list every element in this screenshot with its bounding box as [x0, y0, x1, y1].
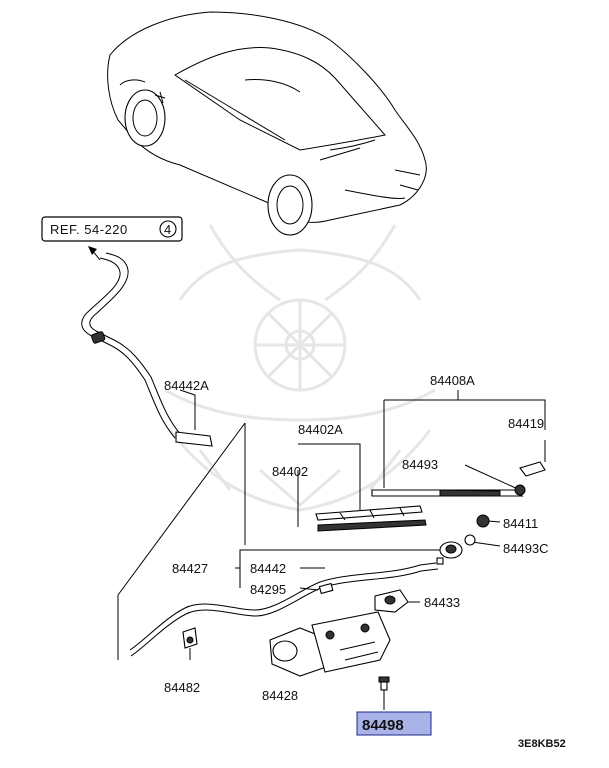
part-label-84402A[interactable]: 84402A: [298, 422, 343, 437]
bracket-84433: [374, 589, 409, 613]
motor-84428: [269, 611, 391, 677]
part-label-84442A[interactable]: 84442A: [164, 378, 209, 393]
part-label-84408A[interactable]: 84408A: [430, 373, 475, 388]
part-label-84419[interactable]: 84419: [508, 416, 544, 431]
part-label-84411[interactable]: 84411: [503, 516, 538, 531]
watermark-emblem: [164, 224, 436, 512]
part-label-84402[interactable]: 84402: [272, 464, 308, 479]
reference-text: REF. 54-220: [50, 222, 128, 237]
part-label-84442[interactable]: 84442: [250, 561, 286, 576]
boundary-line-left: [117, 422, 246, 660]
part-label-84427[interactable]: 84427: [172, 561, 208, 576]
clip-84482: [182, 627, 198, 649]
diagram-code: 3E8KB52: [518, 738, 566, 750]
grommet-part: [436, 541, 463, 565]
ref-arrowhead-icon: [88, 246, 97, 255]
car-illustration: [107, 11, 427, 236]
cap-84493C: [464, 534, 476, 546]
part-label-84433[interactable]: 84433: [424, 595, 460, 610]
part-label-84493[interactable]: 84493: [402, 457, 438, 472]
part-label-84493C[interactable]: 84493C: [503, 541, 549, 556]
hose-84442A: [81, 252, 213, 447]
part-label-84498: 84498: [362, 717, 404, 734]
reference-callout[interactable]: REF. 54-220 4: [41, 216, 183, 242]
leader-lines: [179, 389, 546, 710]
reference-badge: 4: [164, 222, 171, 237]
bolt-84498: [378, 676, 390, 691]
highlighted-part-84498[interactable]: 84498: [356, 711, 432, 736]
wiper-blade: [315, 505, 427, 532]
wiper-arm: [371, 461, 546, 497]
part-label-84482[interactable]: 84482: [164, 680, 200, 695]
hose-84442: [129, 562, 439, 657]
part-label-84428[interactable]: 84428: [262, 688, 298, 703]
part-label-84295[interactable]: 84295: [250, 582, 286, 597]
nut-84411: [476, 514, 490, 528]
